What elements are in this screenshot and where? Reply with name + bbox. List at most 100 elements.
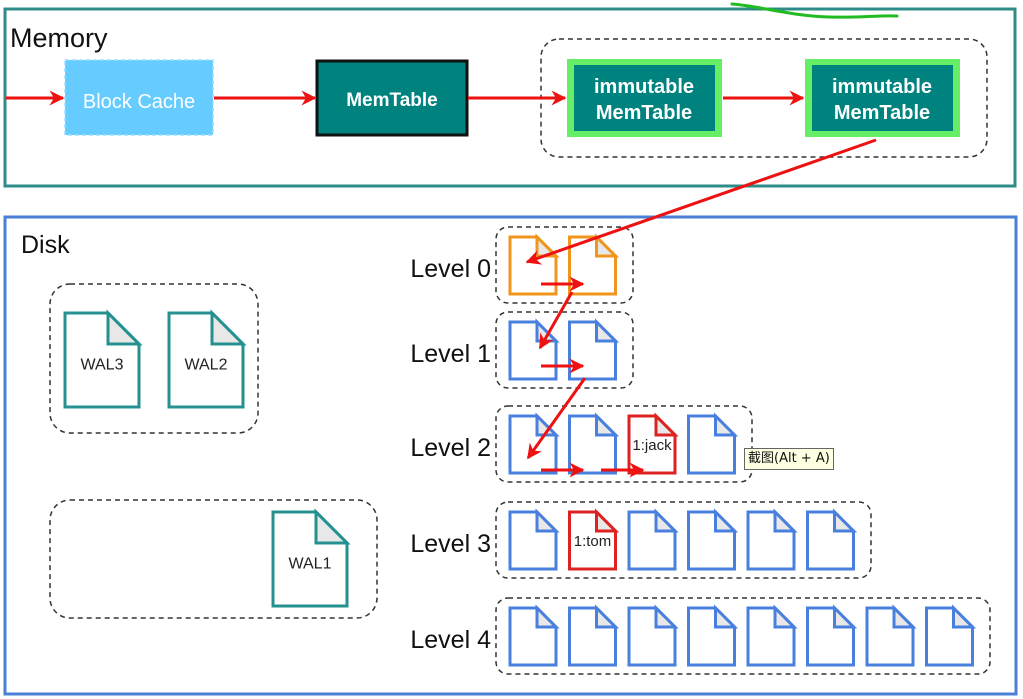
wal-group-active [49, 283, 259, 434]
level-4-row: Level 4 [410, 597, 991, 675]
level-label: Level 2 [410, 434, 491, 462]
level-container [495, 501, 872, 579]
immutable-1-line2: MemTable [596, 102, 692, 124]
block-cache-label: Block Cache [83, 91, 195, 113]
file-fold-corner [106, 309, 143, 346]
file-outline [508, 510, 558, 571]
arrow-level0-to-level1 [538, 291, 574, 350]
sst-file[interactable] [627, 508, 679, 571]
file-fold-corner [714, 412, 739, 437]
sst-file[interactable] [746, 604, 798, 667]
file-outline [806, 510, 855, 571]
screenshot-tooltip: 截图(Alt + A) [744, 448, 834, 470]
sst-file[interactable] [508, 412, 560, 475]
sst-file[interactable] [627, 604, 679, 667]
file-fold-corner [210, 309, 247, 346]
file-fold-corner [654, 604, 679, 629]
memory-section [3, 7, 1017, 188]
wal-file-wal2[interactable]: WAL2 [167, 309, 247, 409]
immutable-memtable-1[interactable]: immutable MemTable [567, 59, 722, 137]
arrow-level1-to-level2 [526, 377, 587, 460]
immutable-2-line2: MemTable [834, 102, 930, 124]
file-fold-corner [314, 508, 351, 545]
arrow-flush-to-level0 [525, 138, 877, 265]
level-3-row: Level 3 1:tom [410, 501, 872, 579]
file-outline [687, 414, 736, 475]
file-fold-corner [654, 508, 679, 533]
file-fold-corner [595, 233, 620, 258]
file-fold-corner [595, 412, 620, 437]
wal-group-old [49, 499, 378, 619]
immutable-2-line1: immutable [832, 76, 932, 98]
file-fold-corner [833, 508, 858, 533]
file-fold-corner [833, 604, 858, 629]
block-cache-node[interactable]: Block Cache [64, 59, 214, 136]
file-fold-corner [535, 508, 560, 533]
level-0-row: Level 0 [410, 226, 634, 304]
sst-file[interactable] [925, 604, 977, 667]
file-outline [687, 606, 736, 667]
file-label: WAL2 [185, 356, 228, 373]
sst-file[interactable] [865, 604, 917, 667]
sst-file[interactable] [508, 604, 560, 667]
file-fold-corner [595, 508, 620, 533]
sst-file[interactable] [568, 412, 620, 475]
file-outline [746, 510, 796, 571]
file-fold-corner [714, 604, 739, 629]
sst-file[interactable] [687, 604, 739, 667]
level-container [495, 405, 753, 483]
sst-file[interactable] [508, 508, 560, 571]
sst-file-1-jack[interactable]: 1:jack [627, 412, 679, 475]
file-outline [687, 510, 736, 571]
sst-file[interactable] [746, 508, 798, 571]
file-label: 1:tom [574, 533, 612, 550]
file-fold-corner [535, 604, 560, 629]
file-fold-corner [595, 604, 620, 629]
file-outline [508, 606, 558, 667]
file-outline [568, 320, 617, 381]
file-outline [806, 606, 855, 667]
file-outline [627, 510, 677, 571]
level-container [495, 226, 634, 304]
disk-title: Disk [21, 231, 70, 259]
file-outline [627, 606, 677, 667]
sst-file[interactable] [687, 412, 739, 475]
sst-file[interactable] [568, 604, 620, 667]
file-fold-corner [654, 412, 679, 437]
memory-title: Memory [10, 23, 108, 53]
file-outline [508, 414, 558, 475]
level-label: Level 0 [410, 255, 491, 283]
file-fold-corner [714, 508, 739, 533]
sst-file[interactable] [806, 508, 858, 571]
file-outline [568, 606, 617, 667]
file-outline [865, 606, 915, 667]
file-fold-corner [892, 604, 917, 629]
sst-file[interactable] [806, 604, 858, 667]
disk-section [3, 215, 1018, 696]
file-fold-corner [773, 604, 798, 629]
wal-file-wal1[interactable]: WAL1 [271, 508, 351, 608]
memtable-label: MemTable [346, 90, 438, 111]
level-container [495, 597, 991, 675]
file-fold-corner [952, 604, 977, 629]
level-1-row: Level 1 [410, 311, 634, 389]
level-container [495, 311, 634, 389]
level-2-row: Level 2 1:jack [410, 405, 753, 483]
file-label: 1:jack [632, 437, 672, 454]
immutable-1-line1: immutable [594, 76, 694, 98]
wal-file-wal3[interactable]: WAL3 [63, 309, 143, 409]
sst-file[interactable] [687, 508, 739, 571]
file-label: WAL3 [81, 356, 124, 373]
sst-file[interactable] [568, 318, 620, 381]
level-label: Level 3 [410, 530, 491, 558]
sst-file-1-tom[interactable]: 1:tom [568, 508, 620, 571]
annotation-scribble [730, 2, 899, 19]
file-outline [925, 606, 974, 667]
memtable-node[interactable]: MemTable [315, 59, 469, 137]
file-fold-corner [595, 318, 620, 343]
file-fold-corner [535, 412, 560, 437]
immutable-memtable-2[interactable]: immutable MemTable [805, 59, 960, 137]
level-label: Level 1 [410, 340, 491, 368]
level-label: Level 4 [410, 626, 491, 654]
